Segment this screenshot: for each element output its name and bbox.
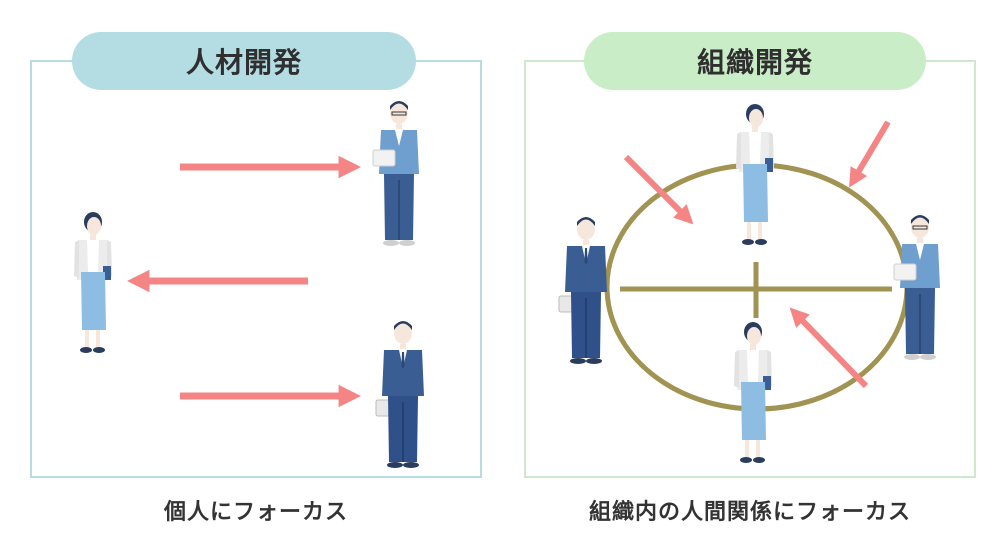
arrow-icon	[789, 307, 869, 389]
person-icon	[375, 320, 425, 469]
arrow-icon	[849, 120, 891, 188]
person-icon	[893, 214, 941, 361]
left-panel-title: 人材開発	[72, 32, 416, 90]
right-panel-caption: 組織内の人間関係にフォーカス	[588, 500, 911, 525]
person-icon	[372, 100, 420, 247]
right-panel-title: 組織開発	[584, 32, 926, 90]
person-icon	[74, 212, 112, 353]
person-icon	[558, 216, 608, 365]
left-panel-caption: 個人にフォーカス	[163, 500, 348, 525]
person-icon	[736, 104, 774, 245]
person-icon	[734, 322, 772, 463]
arrow-icon	[623, 154, 694, 225]
